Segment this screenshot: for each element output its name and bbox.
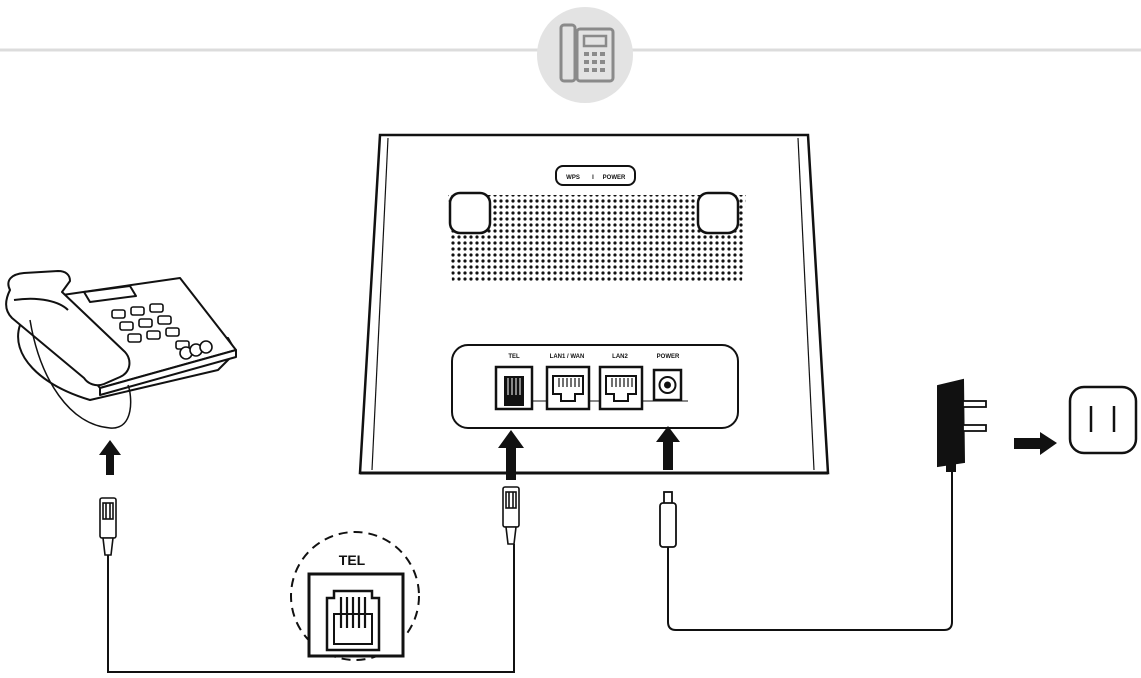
desk-phone-icon [537, 7, 633, 103]
arrow-to-power-jack [656, 426, 680, 470]
power-jack [652, 368, 683, 402]
lan1-wan-port [545, 365, 591, 411]
lan2-port [598, 365, 644, 411]
tel-port [494, 365, 534, 411]
arrow-to-phone [99, 440, 121, 475]
power-indicator-label: POWER [603, 175, 626, 181]
wps-label: WPS [566, 175, 580, 181]
desk-phone [5, 270, 237, 429]
vent-grille [448, 191, 746, 282]
rj11-plug-router-end [502, 486, 520, 545]
wall-outlet [1068, 385, 1138, 455]
power-cable [667, 470, 953, 631]
router: WPS I POWER TEL LAN1 / WAN LAN2 POWER [358, 133, 830, 475]
tel-port-label: TEL [508, 354, 520, 360]
arrow-to-outlet [1014, 432, 1057, 455]
arrow-to-tel-port [498, 430, 524, 480]
power-adapter [937, 378, 987, 472]
led-indicator-panel [555, 165, 636, 186]
callout-tel-label: TEL [339, 552, 366, 568]
dc-plug [659, 491, 677, 548]
phone-cable [107, 544, 515, 673]
rj11-plug-phone-end [99, 497, 117, 556]
callout-tel-jack [307, 572, 405, 658]
indicator-separator: I [592, 175, 594, 181]
lan1-wan-port-label: LAN1 / WAN [550, 354, 585, 360]
power-port-label: POWER [657, 354, 680, 360]
lan2-port-label: LAN2 [612, 354, 628, 360]
tel-port-callout: TEL [290, 531, 420, 661]
